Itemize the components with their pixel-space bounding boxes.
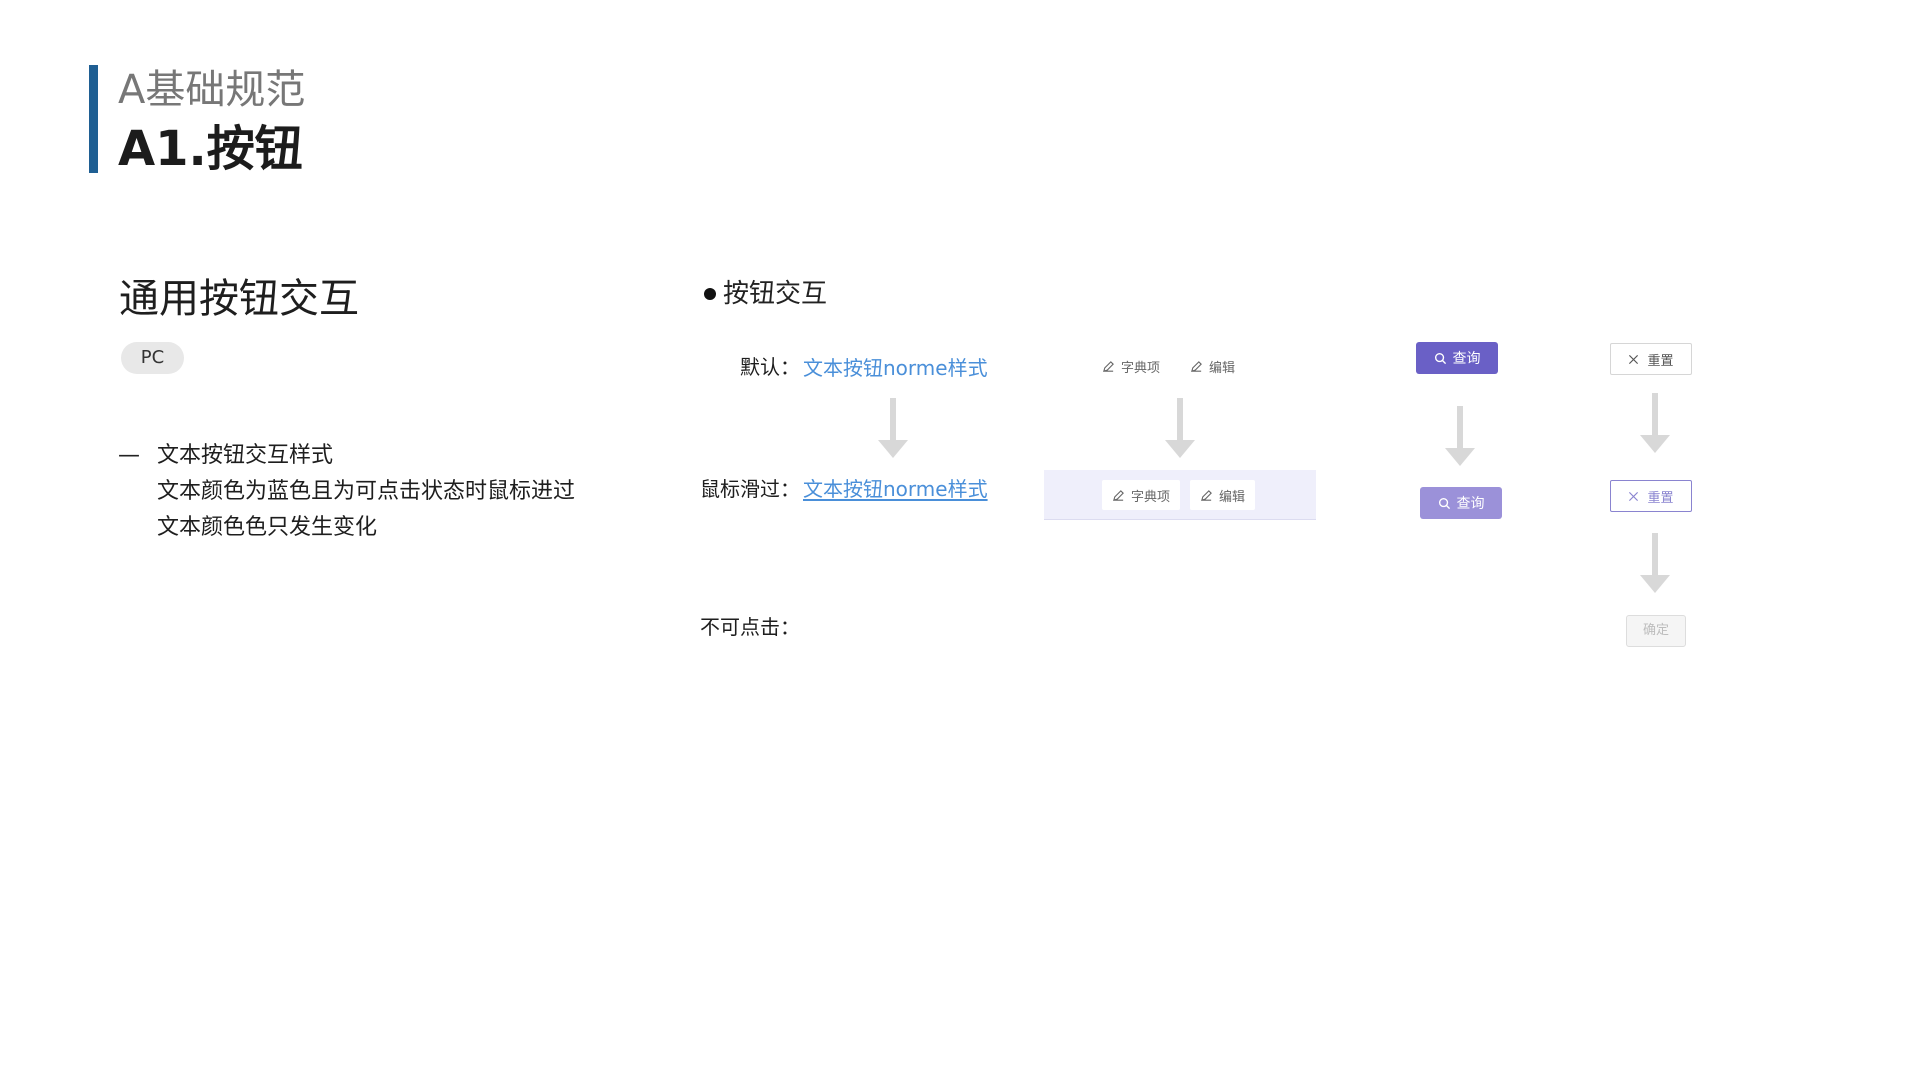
dictionary-button-label: 字典项 — [1121, 360, 1161, 376]
pencil-icon — [1201, 489, 1212, 501]
page-title: A1.按钮 — [118, 121, 303, 177]
dictionary-button-label: 字典项 — [1131, 489, 1171, 505]
dictionary-button-default[interactable]: 字典项 — [1102, 352, 1160, 380]
text-button-hover[interactable]: 文本按钮norme样式 — [803, 477, 988, 501]
reset-button-default[interactable]: 重置 — [1610, 343, 1692, 375]
title-accent-bar — [89, 65, 98, 173]
bullet-icon — [704, 288, 716, 300]
query-button-default[interactable]: 查询 — [1416, 342, 1498, 374]
reset-button-hover[interactable]: 重置 — [1610, 480, 1692, 512]
reset-button-label: 重置 — [1647, 353, 1674, 369]
topic-title: 通用按钮交互 — [119, 276, 359, 322]
row-label-disabled: 不可点击： — [700, 615, 800, 639]
row-label-hover: 鼠标滑过： — [700, 477, 800, 501]
edit-button-default[interactable]: 编辑 — [1190, 352, 1235, 380]
pencil-icon — [1191, 360, 1202, 372]
close-icon — [1629, 491, 1639, 501]
description-dash: — — [118, 443, 140, 468]
edit-button-label: 编辑 — [1209, 360, 1236, 376]
text-button-default[interactable]: 文本按钮norme样式 — [803, 356, 988, 380]
search-icon — [1438, 497, 1450, 509]
description-line: 文本按钮交互样式 — [157, 443, 334, 468]
search-icon — [1434, 352, 1446, 364]
down-arrow-icon — [1165, 398, 1195, 458]
down-arrow-icon — [1640, 393, 1670, 453]
down-arrow-icon — [1640, 533, 1670, 593]
reset-button-label: 重置 — [1647, 490, 1674, 506]
dictionary-button-hover[interactable]: 字典项 — [1102, 480, 1181, 510]
pencil-icon — [1103, 360, 1114, 372]
down-arrow-icon — [878, 398, 908, 458]
row-label-default: 默认： — [740, 355, 800, 379]
query-button-label: 查询 — [1452, 351, 1481, 367]
down-arrow-icon — [1445, 406, 1475, 466]
description-line: 文本颜色色只发生变化 — [157, 515, 378, 540]
query-button-hover[interactable]: 查询 — [1420, 487, 1502, 519]
section-label: A基础规范 — [118, 67, 306, 113]
query-button-label: 查询 — [1456, 496, 1485, 512]
pencil-icon — [1113, 489, 1124, 501]
edit-button-hover[interactable]: 编辑 — [1190, 480, 1256, 510]
description-line: 文本颜色为蓝色且为可点击状态时鼠标进过 — [157, 479, 576, 504]
close-icon — [1629, 354, 1639, 364]
confirm-button-disabled: 确定 — [1626, 615, 1686, 647]
edit-button-label: 编辑 — [1219, 489, 1246, 505]
platform-tag: PC — [121, 342, 184, 374]
interaction-heading: 按钮交互 — [723, 279, 828, 309]
